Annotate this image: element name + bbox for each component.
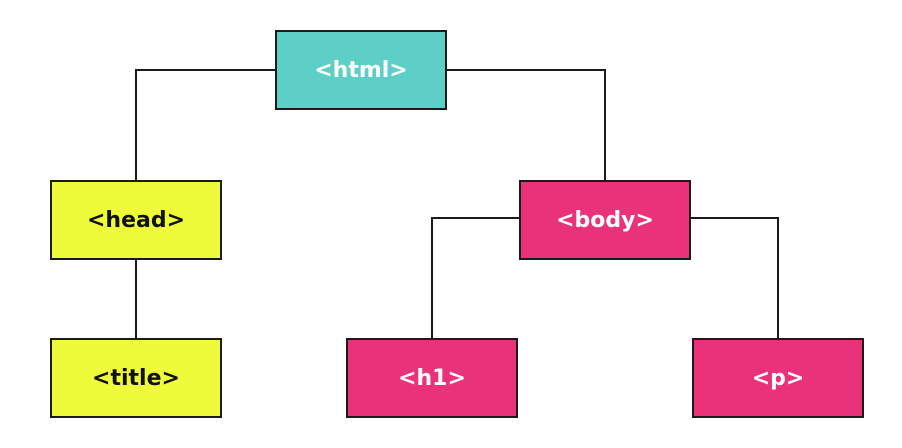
node-title: <title> (50, 338, 222, 418)
edge-html-body (447, 69, 606, 180)
edge-html-head (135, 69, 275, 180)
node-head: <head> (50, 180, 222, 260)
node-title-label: <title> (92, 365, 180, 391)
node-html: <html> (275, 30, 447, 110)
node-p: <p> (692, 338, 864, 418)
node-h1-label: <h1> (398, 365, 466, 391)
node-p-label: <p> (751, 365, 805, 391)
edge-body-p (691, 217, 779, 338)
edge-body-h1 (431, 217, 519, 338)
node-body: <body> (519, 180, 691, 260)
node-html-label: <html> (314, 57, 408, 83)
node-head-label: <head> (86, 207, 186, 233)
node-h1: <h1> (346, 338, 518, 418)
node-body-label: <body> (556, 207, 654, 233)
